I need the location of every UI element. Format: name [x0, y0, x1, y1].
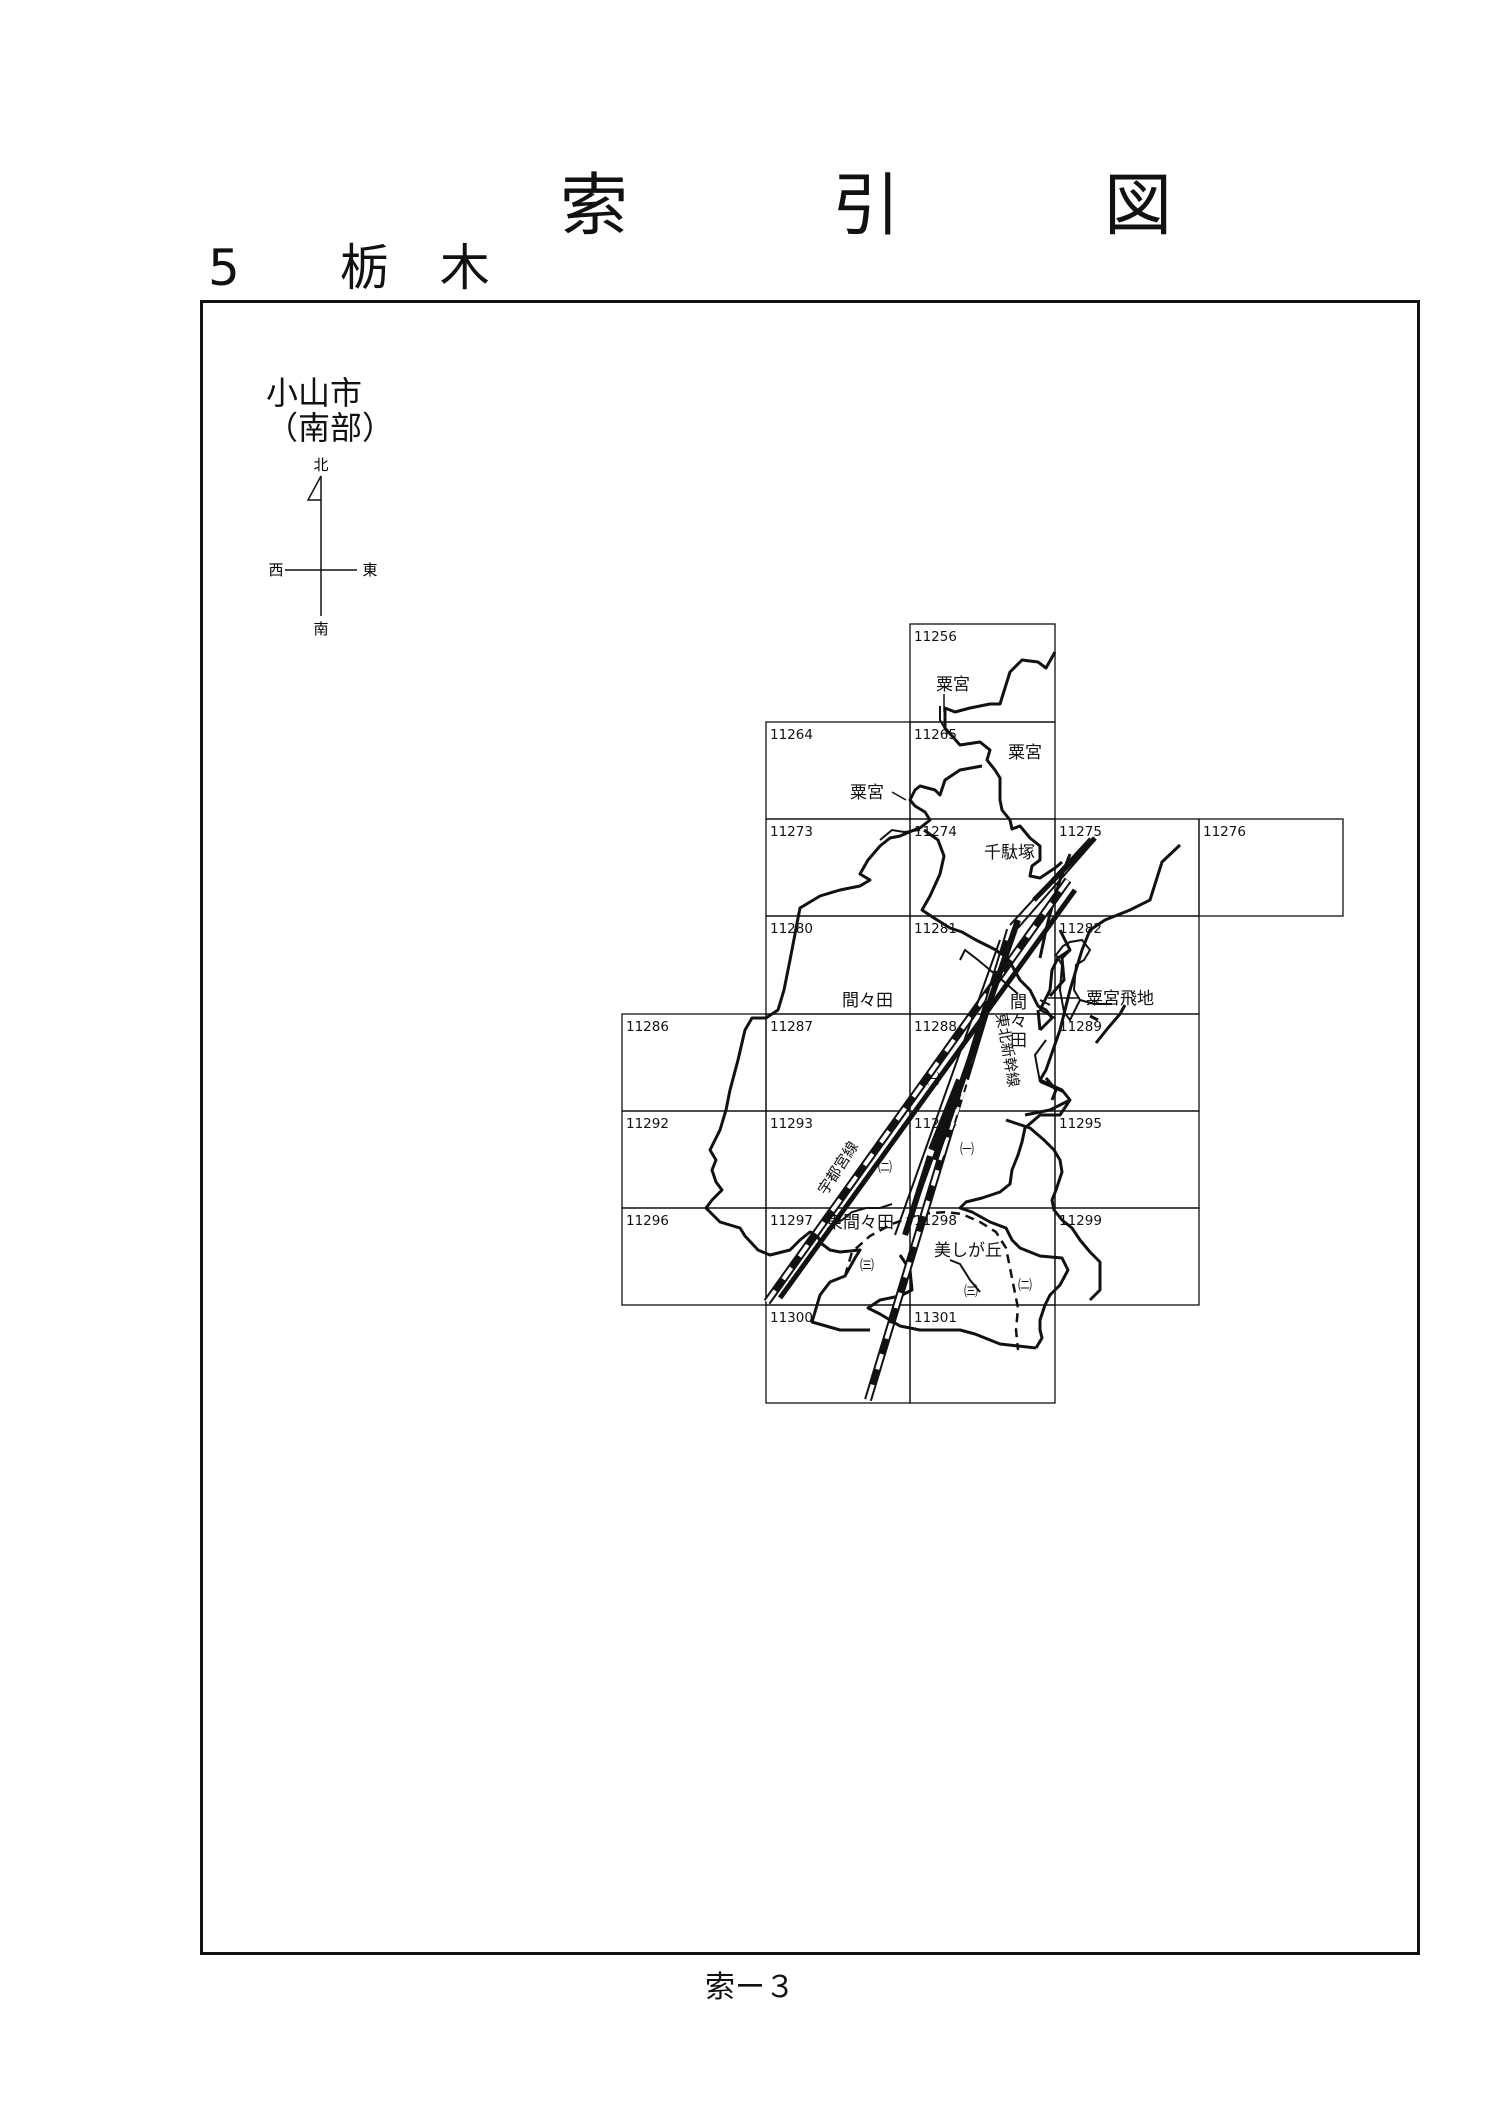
- sheet-label: 11296: [626, 1213, 669, 1229]
- sheet-cell-11276[interactable]: [1198, 818, 1344, 917]
- sheet-label: 11288: [914, 1019, 957, 1035]
- compass-west: 西: [268, 561, 283, 579]
- sheet-label: 11295: [1059, 1116, 1102, 1132]
- place-label-utsukushigaoka: 美しが丘: [934, 1241, 1002, 1261]
- place-label-higashi-mamada: 東間々田: [826, 1213, 894, 1233]
- place-label-kurimiya: 粟宮: [850, 783, 884, 803]
- chome-label: ㈠: [926, 1072, 940, 1088]
- prefecture-heading: 5 栃 木: [208, 239, 490, 297]
- place-label-kurimiya: 粟宮: [1008, 743, 1042, 763]
- sheet-label: 11293: [770, 1116, 813, 1132]
- sheet-label: 11264: [770, 727, 813, 743]
- leader-lines: [891, 694, 1080, 999]
- chome-label: ㈠: [960, 1142, 974, 1158]
- chome-label: ㈢: [860, 1258, 874, 1274]
- place-label-mamada-char: 々: [1010, 1012, 1027, 1032]
- compass-icon: [285, 475, 357, 616]
- sheet-label: 11289: [1059, 1019, 1102, 1035]
- sheet-label: 11297: [770, 1213, 813, 1229]
- sheet-label: 11276: [1203, 824, 1246, 840]
- city-name-line1: 小山市: [266, 374, 363, 412]
- sheet-label: 11286: [626, 1019, 669, 1035]
- map-frame: [200, 300, 1420, 1955]
- district-boundary: [829, 706, 1112, 1293]
- sheet-grid: [621, 623, 1344, 1404]
- rail-label-utsunomiya-line: 宇都宮線: [814, 1138, 862, 1198]
- page-number: 索ー３: [705, 1970, 795, 2005]
- place-label-kurimiya: 粟宮: [936, 675, 970, 695]
- place-label-mamada-char: 田: [1010, 1031, 1027, 1051]
- sheet-label: 11274: [914, 824, 957, 840]
- place-label-sendazuka: 千駄塚: [984, 843, 1035, 863]
- chome-label: ㈢: [964, 1284, 978, 1300]
- place-label-kurimiya-tobichi: 粟宮飛地: [1086, 989, 1154, 1009]
- chome-label: ㈡: [1018, 1278, 1032, 1294]
- compass-east: 東: [362, 561, 377, 579]
- city-name: 小山市 （南部）: [266, 376, 394, 446]
- sheet-label: 11280: [770, 921, 813, 937]
- sheet-label: 11256: [914, 629, 957, 645]
- sheet-cell-11301[interactable]: [909, 1304, 1056, 1404]
- city-boundary: [704, 651, 1182, 1350]
- chome-dashed-boundary: [843, 1210, 1020, 1351]
- sheet-label: 11292: [626, 1116, 669, 1132]
- place-label-mamada-char: 間: [1010, 993, 1027, 1013]
- sheet-label: 11275: [1059, 824, 1102, 840]
- sheet-label: 11300: [770, 1310, 813, 1326]
- place-label-mamada: 間々田: [842, 991, 893, 1011]
- page-title: 索 引 図: [560, 167, 1173, 246]
- sheet-label: 11287: [770, 1019, 813, 1035]
- sheet-label: 11273: [770, 824, 813, 840]
- compass-south: 南: [313, 620, 328, 638]
- sheet-label: 11301: [914, 1310, 957, 1326]
- sheet-label: 11282: [1059, 921, 1102, 937]
- chome-label: ㈡: [878, 1160, 892, 1176]
- city-name-line2: （南部）: [266, 409, 395, 447]
- railway-lines: [763, 836, 1097, 1402]
- compass-north: 北: [313, 456, 328, 474]
